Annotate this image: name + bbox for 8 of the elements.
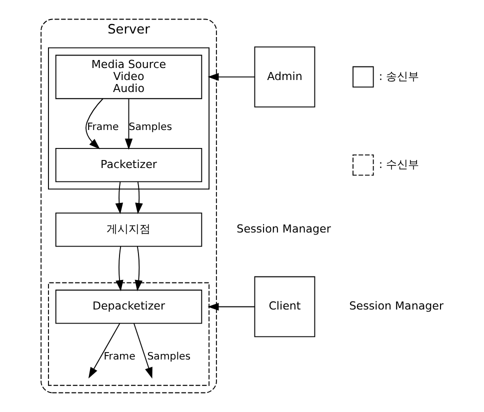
legend-label: : 송신부	[378, 70, 419, 83]
legend-label: : 수신부	[378, 158, 419, 171]
edge-label: Samples	[128, 122, 172, 133]
edge-label: Frame	[86, 122, 118, 133]
edge-label: Frame	[103, 352, 135, 363]
label: Session Manager	[236, 222, 330, 236]
edge-label: Samples	[146, 352, 190, 363]
label: Session Manager	[348, 300, 444, 313]
